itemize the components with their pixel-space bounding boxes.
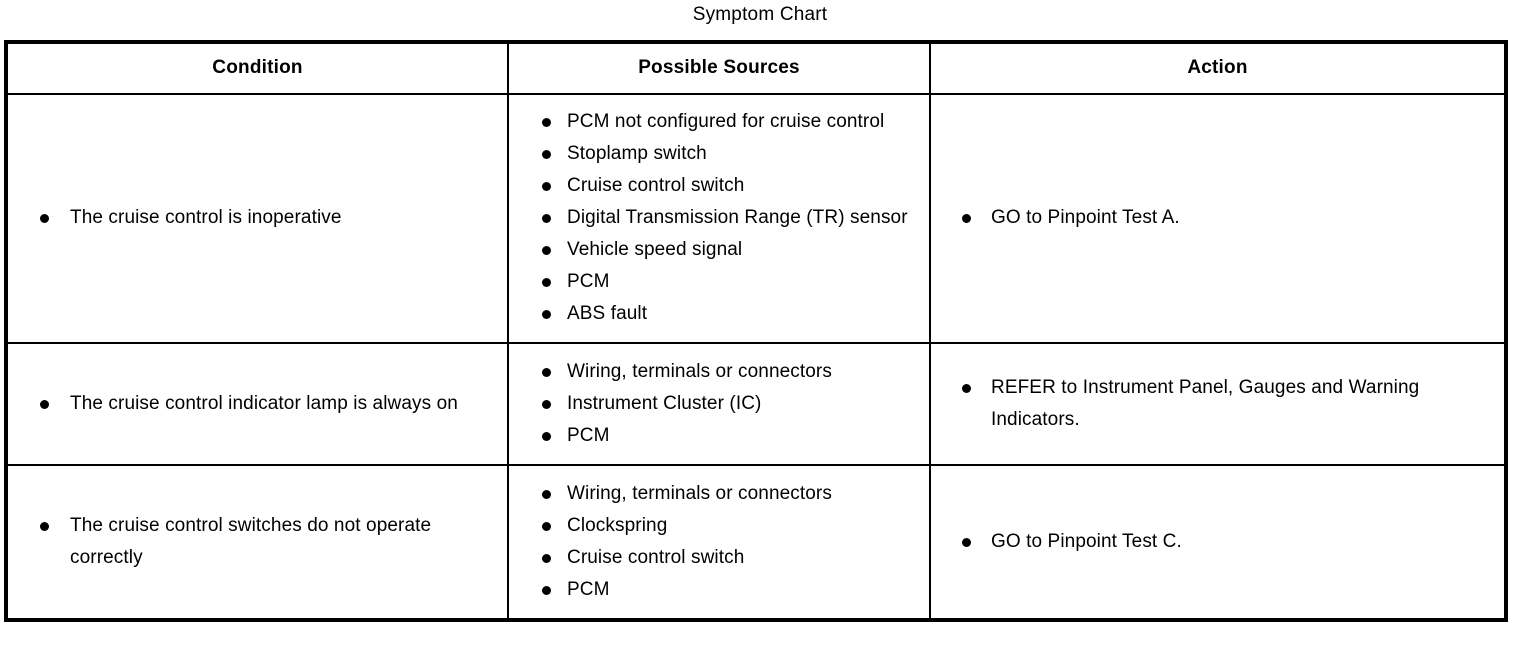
possible-sources-list: Wiring, terminals or connectors Clockspr… bbox=[509, 466, 929, 618]
bullet-icon bbox=[40, 522, 49, 531]
list-item-label: Vehicle speed signal bbox=[567, 239, 743, 260]
symptom-chart-table: Condition Possible Sources Action The cr… bbox=[4, 40, 1508, 622]
list-item: GO to Pinpoint Test A. bbox=[931, 202, 1504, 234]
list-item-label: Wiring, terminals or connectors bbox=[567, 361, 832, 382]
bullet-icon bbox=[962, 538, 971, 547]
condition-list: The cruise control switches do not opera… bbox=[8, 498, 507, 586]
list-item-label: Digital Transmission Range (TR) sensor bbox=[567, 207, 908, 228]
list-item-label: PCM bbox=[567, 425, 610, 446]
list-item-label: PCM bbox=[567, 271, 610, 292]
action-list: GO to Pinpoint Test A. bbox=[931, 191, 1504, 246]
bullet-icon bbox=[542, 214, 551, 223]
bullet-icon bbox=[962, 214, 971, 223]
bullet-icon bbox=[962, 384, 971, 393]
cell-possible-sources: Wiring, terminals or connectors Clockspr… bbox=[508, 464, 931, 620]
list-item: Clockspring bbox=[509, 510, 929, 542]
list-item: PCM not configured for cruise control bbox=[509, 106, 929, 138]
bullet-icon bbox=[542, 278, 551, 287]
list-item: The cruise control indicator lamp is alw… bbox=[8, 388, 507, 420]
list-item-label: GO to Pinpoint Test A. bbox=[991, 207, 1180, 228]
table-row: The cruise control is inoperative PCM no… bbox=[6, 94, 1506, 343]
column-header-possible-sources: Possible Sources bbox=[508, 42, 931, 95]
table-row: The cruise control indicator lamp is alw… bbox=[6, 342, 1506, 465]
list-item: Instrument Cluster (IC) bbox=[509, 388, 929, 420]
bullet-icon bbox=[542, 150, 551, 159]
list-item-label: Wiring, terminals or connectors bbox=[567, 483, 832, 504]
cell-possible-sources: Wiring, terminals or connectors Instrume… bbox=[508, 342, 931, 465]
bullet-icon bbox=[542, 400, 551, 409]
page-title: Symptom Chart bbox=[692, 4, 828, 25]
bullet-icon bbox=[40, 214, 49, 223]
bullet-icon bbox=[542, 554, 551, 563]
cell-action: GO to Pinpoint Test C. bbox=[930, 464, 1506, 620]
list-item-label: Clockspring bbox=[567, 515, 668, 536]
table-row: The cruise control switches do not opera… bbox=[6, 464, 1506, 620]
list-item-label: The cruise control is inoperative bbox=[70, 207, 342, 228]
list-item-label: Stoplamp switch bbox=[567, 143, 707, 164]
action-list: REFER to Instrument Panel, Gauges and Wa… bbox=[931, 360, 1504, 448]
bullet-icon bbox=[40, 400, 49, 409]
list-item-label: Cruise control switch bbox=[567, 547, 745, 568]
bullet-icon bbox=[542, 490, 551, 499]
list-item: PCM bbox=[509, 266, 929, 298]
bullet-icon bbox=[542, 182, 551, 191]
bullet-icon bbox=[542, 368, 551, 377]
cell-condition: The cruise control is inoperative bbox=[6, 94, 509, 343]
cell-condition: The cruise control switches do not opera… bbox=[6, 464, 509, 620]
bullet-icon bbox=[542, 118, 551, 127]
list-item-label: PCM bbox=[567, 579, 610, 600]
list-item: Digital Transmission Range (TR) sensor bbox=[509, 202, 929, 234]
list-item: Wiring, terminals or connectors bbox=[509, 356, 929, 388]
bullet-icon bbox=[542, 432, 551, 441]
table-header-row: Condition Possible Sources Action bbox=[6, 42, 1506, 95]
cell-possible-sources: PCM not configured for cruise control St… bbox=[508, 94, 931, 343]
possible-sources-list: PCM not configured for cruise control St… bbox=[509, 95, 929, 342]
possible-sources-list: Wiring, terminals or connectors Instrume… bbox=[509, 344, 929, 464]
list-item: Vehicle speed signal bbox=[509, 234, 929, 266]
list-item-label: Instrument Cluster (IC) bbox=[567, 393, 762, 414]
cell-condition: The cruise control indicator lamp is alw… bbox=[6, 342, 509, 465]
list-item: GO to Pinpoint Test C. bbox=[931, 526, 1504, 558]
list-item: The cruise control is inoperative bbox=[8, 202, 507, 234]
bullet-icon bbox=[542, 586, 551, 595]
column-header-condition: Condition bbox=[6, 42, 509, 95]
action-list: GO to Pinpoint Test C. bbox=[931, 514, 1504, 570]
list-item: PCM bbox=[509, 420, 929, 452]
list-item: Stoplamp switch bbox=[509, 138, 929, 170]
list-item: ABS fault bbox=[509, 298, 929, 330]
list-item: Wiring, terminals or connectors bbox=[509, 478, 929, 510]
condition-list: The cruise control is inoperative bbox=[8, 191, 507, 246]
column-header-action: Action bbox=[930, 42, 1506, 95]
list-item-label: The cruise control switches do not opera… bbox=[70, 515, 432, 568]
list-item-label: The cruise control indicator lamp is alw… bbox=[70, 393, 458, 414]
list-item: The cruise control switches do not opera… bbox=[8, 510, 507, 574]
cell-action: GO to Pinpoint Test A. bbox=[930, 94, 1506, 343]
list-item-label: ABS fault bbox=[567, 303, 648, 324]
bullet-icon bbox=[542, 246, 551, 255]
list-item-label: Cruise control switch bbox=[567, 175, 745, 196]
cell-action: REFER to Instrument Panel, Gauges and Wa… bbox=[930, 342, 1506, 465]
bullet-icon bbox=[542, 522, 551, 531]
list-item-label: GO to Pinpoint Test C. bbox=[991, 531, 1182, 552]
list-item: PCM bbox=[509, 574, 929, 606]
list-item: REFER to Instrument Panel, Gauges and Wa… bbox=[931, 372, 1504, 436]
list-item-label: REFER to Instrument Panel, Gauges and Wa… bbox=[991, 377, 1420, 430]
condition-list: The cruise control indicator lamp is alw… bbox=[8, 376, 507, 432]
list-item: Cruise control switch bbox=[509, 542, 929, 574]
bullet-icon bbox=[542, 310, 551, 319]
list-item: Cruise control switch bbox=[509, 170, 929, 202]
list-item-label: PCM not configured for cruise control bbox=[567, 111, 885, 132]
